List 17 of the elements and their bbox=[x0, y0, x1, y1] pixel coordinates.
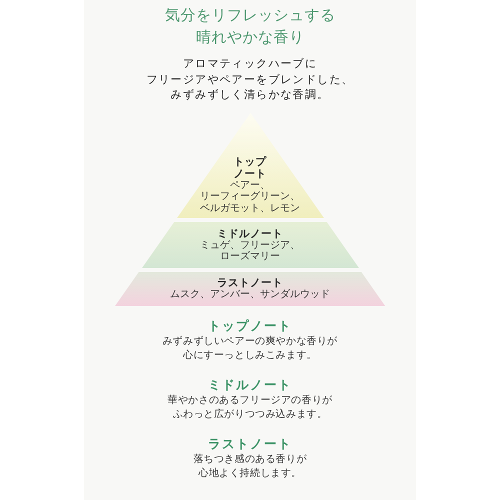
tier-notes: ムスク、アンバー、サンダルウッド bbox=[170, 289, 330, 301]
tier-heading: トップノート bbox=[234, 156, 266, 180]
section-text: 華やかさのあるフリージアの香りがふわっと広がりつつみ込みます。 bbox=[168, 394, 332, 422]
tier-notes: ペアー、リーフィーグリーン、ベルガモット、レモン bbox=[200, 180, 300, 214]
pyramid-tier bbox=[142, 222, 358, 268]
tier-heading: ミドルノート bbox=[217, 228, 283, 240]
section-text: 落ちつき感のある香りが心地よく持続します。 bbox=[193, 453, 307, 481]
section-heading: ラストノート bbox=[208, 436, 292, 452]
section-text: みずみずしいペアーの爽やかな香りが心にすーっとしみこみます。 bbox=[162, 335, 338, 363]
section-heading: トップノート bbox=[208, 318, 292, 334]
pyramid-tier bbox=[114, 272, 386, 306]
pyramid-tier bbox=[176, 113, 324, 218]
tier-heading: ラストノート bbox=[216, 277, 283, 290]
tier-notes: ミュゲ、フリージア、ローズマリー bbox=[200, 240, 300, 262]
title-heading: 気分をリフレッシュする晴れやかな香り bbox=[164, 5, 336, 48]
lead-text: アロマティックハーブにフリージアやペアーをブレンドした、みずみずしく清らかな香調。 bbox=[146, 56, 354, 102]
section-heading: ミドルノート bbox=[208, 377, 292, 393]
